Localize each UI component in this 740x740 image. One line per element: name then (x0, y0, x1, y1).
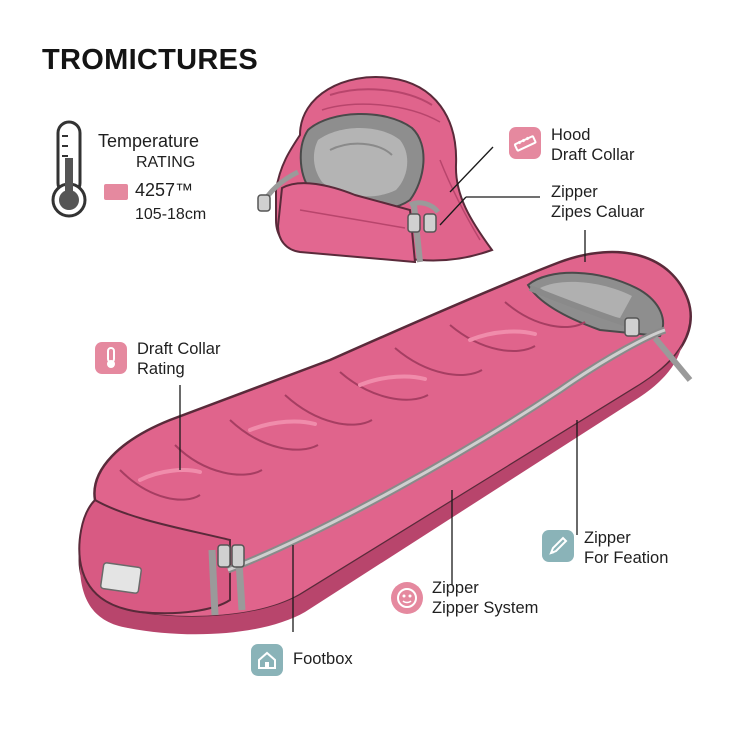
sleeping-bag-body (78, 250, 693, 635)
house-icon (251, 644, 283, 676)
callout-footbox: Footbox (293, 650, 353, 668)
temperature-label: Temperature (98, 131, 200, 151)
page-title: TROMICTURES (42, 44, 258, 76)
leader-lines (179, 146, 586, 632)
temperature-value: 4257™ (135, 180, 194, 200)
ruler-icon (509, 127, 541, 159)
face-icon (391, 582, 423, 614)
temperature-rating-label: RATING (136, 154, 196, 171)
hood-illustration (257, 76, 494, 264)
thermometer-icon (51, 120, 87, 218)
pencil-icon (542, 530, 574, 562)
temperature-range: 105-18cm (135, 206, 207, 223)
thermometer-icon (95, 342, 127, 374)
temperature-swatch (104, 184, 128, 200)
